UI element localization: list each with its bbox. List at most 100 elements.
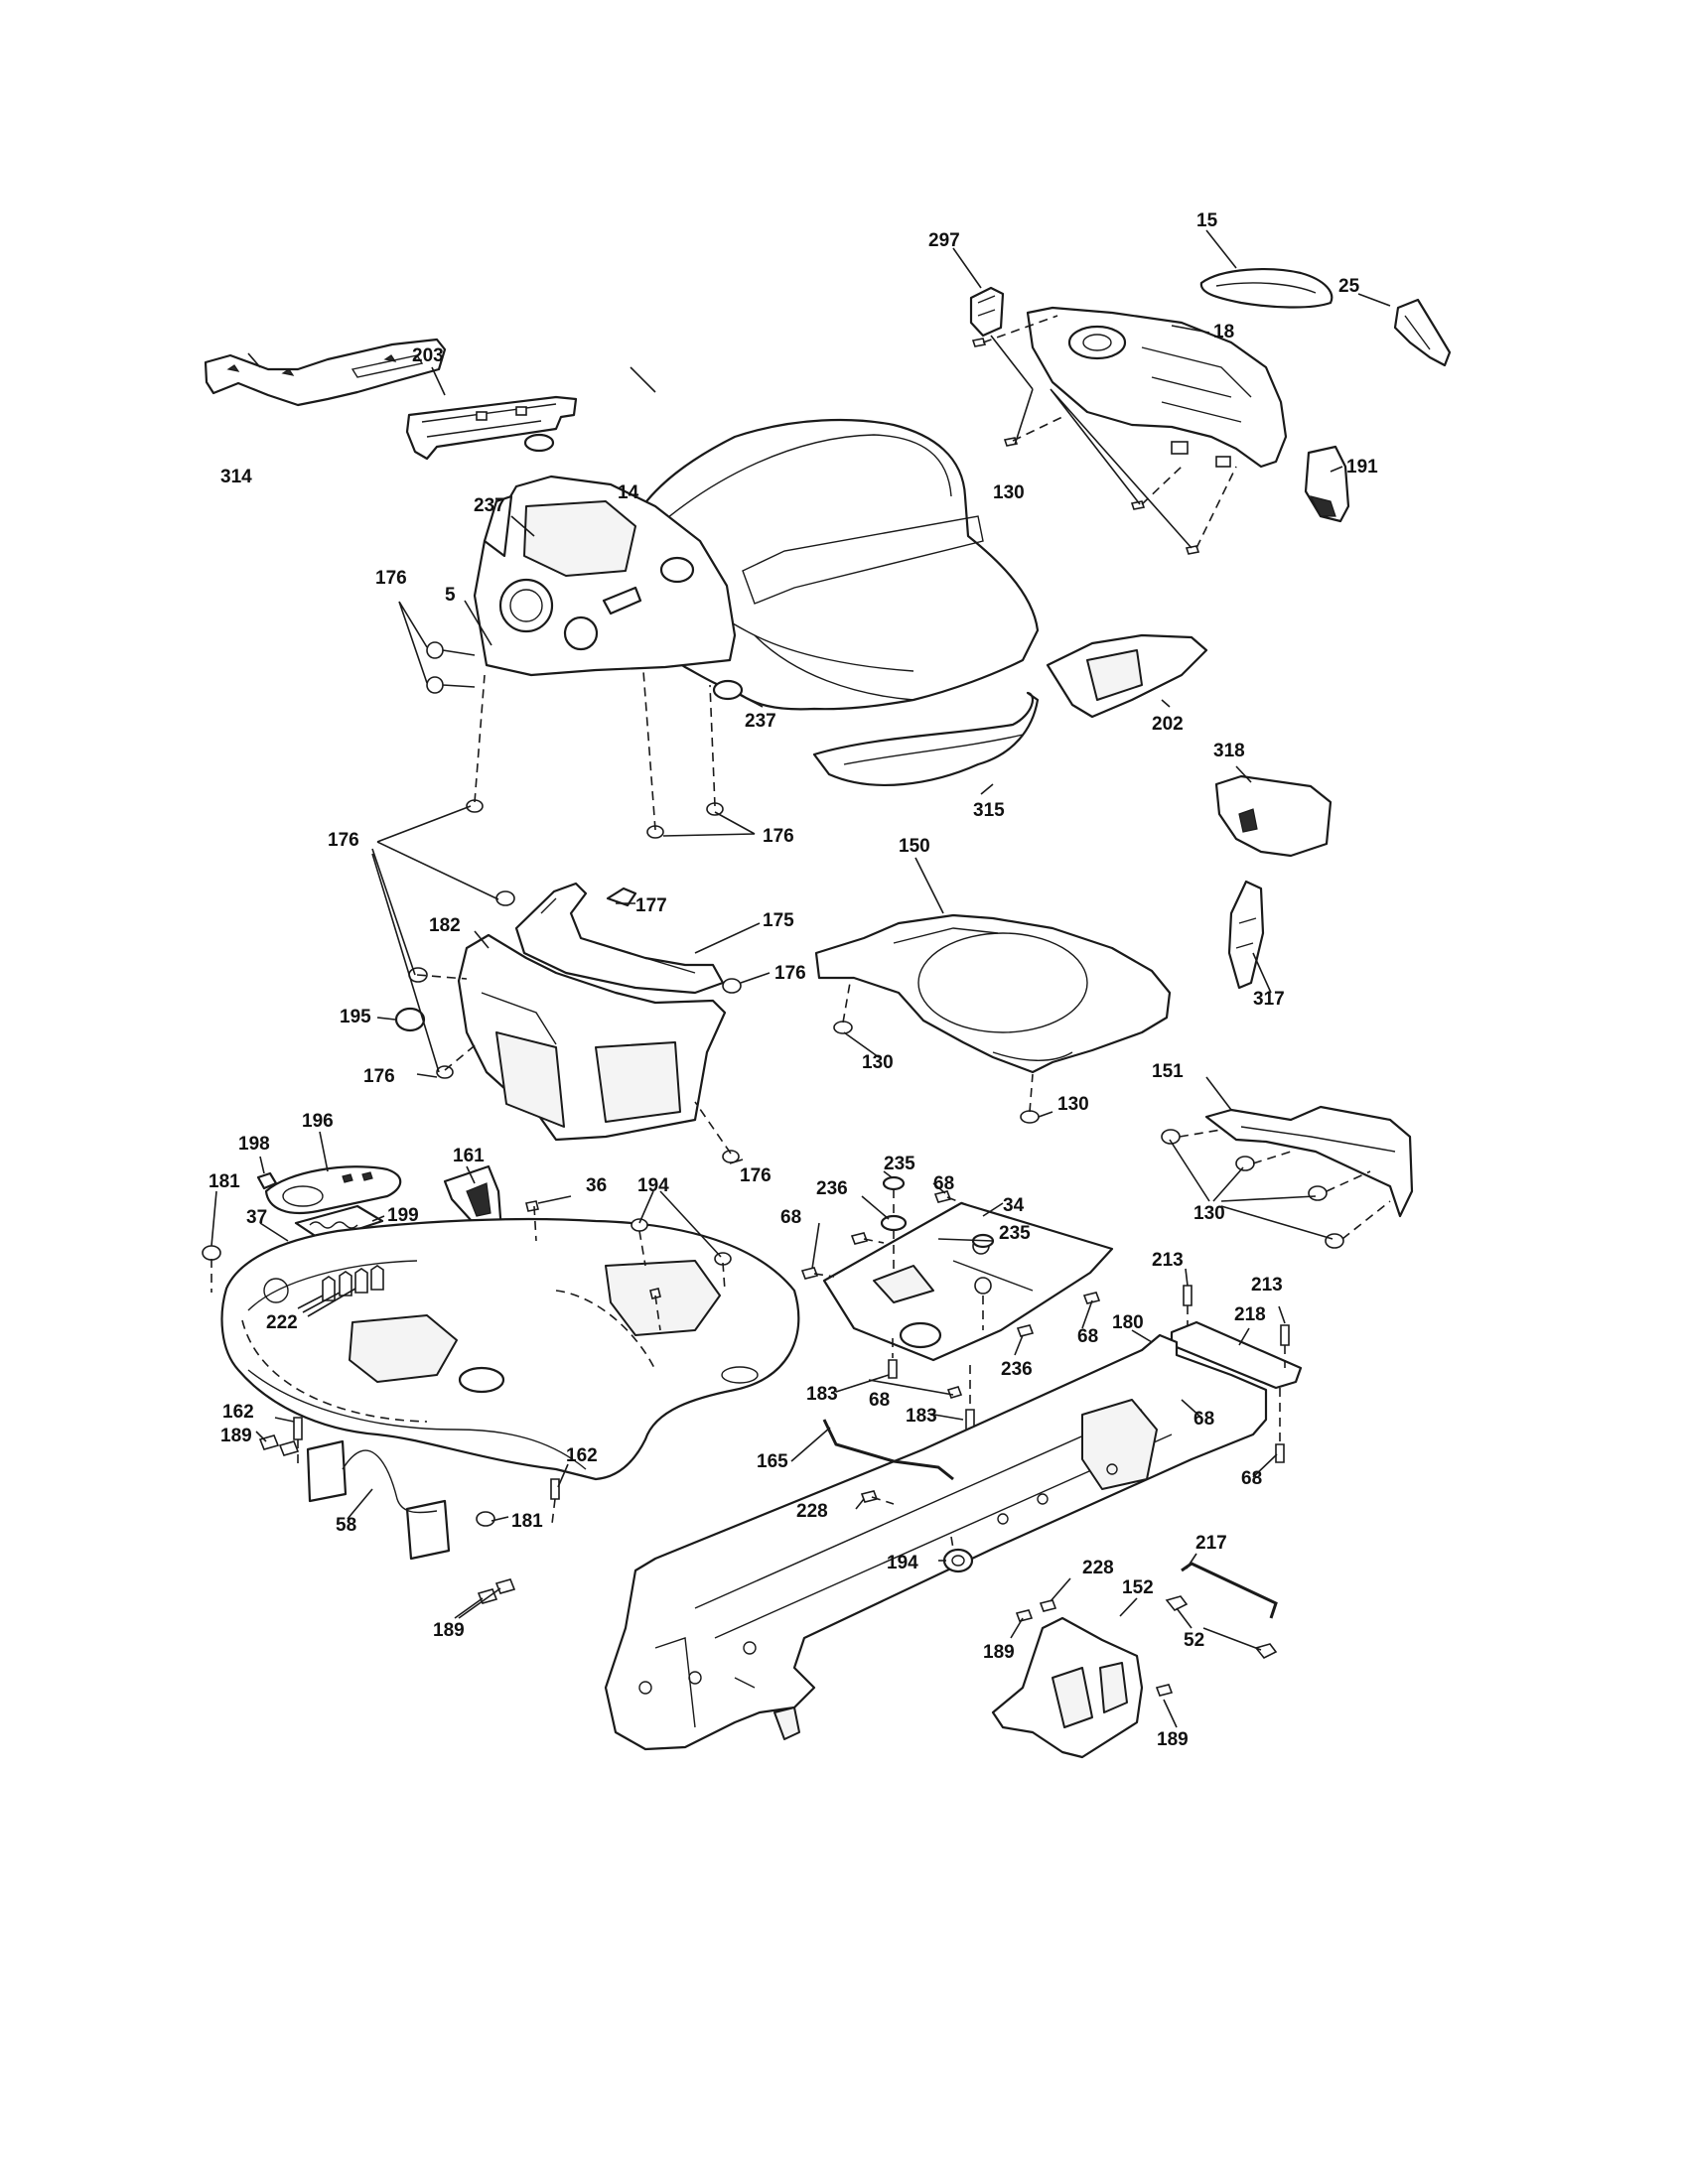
callout-235-right: 235 — [999, 1223, 1031, 1244]
callout-176-bottom: 176 — [740, 1165, 772, 1186]
part-176-bolts-dash — [426, 641, 724, 839]
callout-52: 52 — [1184, 1630, 1204, 1651]
callout-183: 183 — [806, 1384, 838, 1405]
callout-318: 318 — [1213, 741, 1245, 761]
callout-130-151: 130 — [1193, 1203, 1225, 1224]
callout-176-right: 176 — [774, 963, 806, 984]
callout-162: 162 — [222, 1402, 254, 1423]
callout-176-lower: 176 — [363, 1066, 395, 1087]
callout-189-lower: 189 — [433, 1620, 465, 1641]
part-315-lower-trim — [812, 691, 1040, 787]
callout-235: 235 — [884, 1154, 915, 1174]
part-182-dash-housing — [457, 933, 727, 1142]
callout-183-right: 183 — [906, 1406, 937, 1427]
callout-18: 18 — [1213, 322, 1234, 342]
callout-181-lower: 181 — [511, 1511, 543, 1532]
callout-297: 297 — [928, 230, 960, 251]
callout-68-left: 68 — [780, 1207, 801, 1228]
callout-labels: 15 297 25 18 203 191 130 314 314 14 237 … — [209, 210, 1378, 1750]
part-130-screws-151 — [1161, 1129, 1391, 1249]
callout-180: 180 — [1112, 1312, 1144, 1333]
callout-237-lower: 237 — [745, 711, 776, 732]
callout-175: 175 — [763, 910, 794, 931]
callout-14: 14 — [618, 482, 639, 503]
callout-68-frame: 68 — [1241, 1468, 1262, 1489]
part-196-cupholder — [264, 1165, 402, 1215]
callout-68: 68 — [933, 1173, 954, 1194]
part-202-side-panel — [1046, 633, 1208, 719]
part-152-bracket — [991, 1616, 1144, 1759]
callout-189-rear: 189 — [1157, 1729, 1189, 1750]
part-25-headlight-lens — [1393, 298, 1452, 367]
part-195-plug — [394, 1007, 426, 1032]
callout-34: 34 — [1003, 1195, 1025, 1216]
callout-195: 195 — [340, 1007, 371, 1027]
callout-314-label: 314 — [220, 467, 252, 487]
callout-182: 182 — [429, 915, 461, 936]
callout-213-right: 213 — [1251, 1275, 1283, 1296]
callout-236-lower: 236 — [1001, 1359, 1033, 1380]
callout-68-lower: 68 — [869, 1390, 890, 1411]
callout-196: 196 — [302, 1111, 334, 1132]
part-150-support-tray — [814, 913, 1172, 1074]
part-165-rod — [822, 1419, 954, 1481]
part-228-194-hardware-frame — [860, 1490, 1057, 1612]
callout-181: 181 — [209, 1171, 240, 1192]
part-151-bracket — [1204, 1105, 1414, 1218]
callout-37: 37 — [246, 1207, 267, 1228]
callout-217: 217 — [1195, 1533, 1227, 1554]
part-189-bolts-152 — [1015, 1609, 1174, 1697]
callout-165: 165 — [757, 1451, 788, 1472]
part-36-194-hardware — [525, 1200, 732, 1331]
callout-202: 202 — [1152, 714, 1184, 735]
callout-189: 189 — [220, 1426, 252, 1446]
part-237-plug-hood — [712, 679, 744, 701]
part-297-clip — [969, 286, 1005, 338]
part-191-taillight-lens — [1304, 445, 1350, 523]
callout-68-center: 68 — [1077, 1326, 1098, 1347]
callout-228: 228 — [796, 1501, 828, 1522]
part-5-dash-panel — [473, 475, 737, 677]
part-15-grille — [1199, 268, 1333, 309]
callout-199: 199 — [387, 1205, 419, 1226]
part-222-screws — [322, 1265, 384, 1301]
callout-150: 150 — [899, 836, 930, 857]
callout-222: 222 — [266, 1312, 298, 1333]
callout-228-lower: 228 — [1082, 1558, 1114, 1578]
callout-58: 58 — [336, 1515, 356, 1536]
callout-161: 161 — [453, 1146, 485, 1166]
part-180-frame — [604, 1333, 1268, 1751]
callout-176: 176 — [375, 568, 407, 589]
callout-189-frame: 189 — [983, 1642, 1015, 1663]
callout-317: 317 — [1253, 989, 1285, 1010]
callout-130-tray: 130 — [862, 1052, 894, 1073]
part-318-bracket — [1214, 774, 1333, 858]
callout-203: 203 — [412, 345, 444, 366]
callout-130: 130 — [993, 482, 1025, 503]
part-317-bracket — [1227, 880, 1265, 990]
part-130-screws-tray — [833, 982, 1040, 1124]
callout-191: 191 — [1346, 457, 1378, 478]
callout-236: 236 — [816, 1178, 848, 1199]
callout-213: 213 — [1152, 1250, 1184, 1271]
callout-198: 198 — [238, 1134, 270, 1155]
callout-36: 36 — [586, 1175, 607, 1196]
part-162-189-58-hardware — [258, 1417, 560, 1604]
callout-237: 237 — [474, 495, 505, 516]
callout-68-rear: 68 — [1193, 1409, 1214, 1430]
callout-162-lower: 162 — [566, 1445, 598, 1466]
callout-176-dash: 176 — [763, 826, 794, 847]
leader-lines — [210, 229, 1391, 1728]
callout-25: 25 — [1338, 276, 1360, 297]
callout-218: 218 — [1234, 1304, 1266, 1325]
part-203-bracket — [405, 395, 578, 461]
part-175-bracket — [514, 882, 725, 995]
callout-315: 315 — [973, 800, 1005, 821]
callout-130-center: 130 — [1057, 1094, 1089, 1115]
part-217-rod-52-nuts — [1165, 1562, 1278, 1660]
part-181-bolts — [202, 1245, 495, 1527]
part-314-trim-strip — [204, 338, 447, 407]
callout-194-lower: 194 — [887, 1553, 918, 1573]
